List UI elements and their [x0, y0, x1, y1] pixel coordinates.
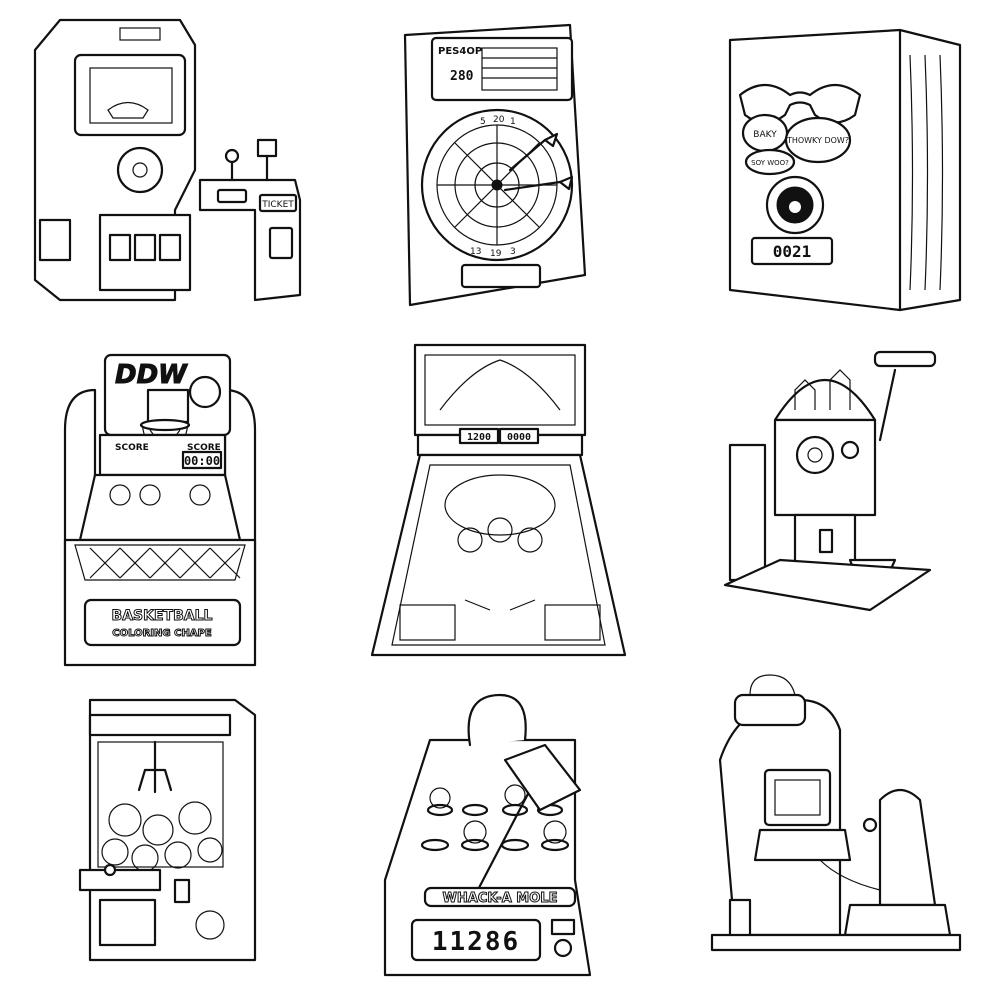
bubble-text-3: SOY WOO? [751, 159, 789, 167]
dart-machine: PES4OP 280 5 20 1 13 19 3 [403, 23, 587, 307]
whack-a-mole: WHACK-A MOLE 11286 [383, 693, 592, 977]
photo-counter: 0021 [773, 242, 812, 261]
basketball-logo: DDW [115, 360, 188, 390]
board-number: 13 [470, 247, 481, 257]
score-label-left: SCORE [115, 443, 149, 453]
racing-arcade: TICKET [33, 18, 302, 302]
board-number: 19 [490, 249, 502, 259]
whack-title: WHACK-A MOLE [443, 891, 558, 906]
bubble-text-2: THOWKY DOW? [786, 136, 849, 145]
pinball-score-a: 1200 [467, 432, 491, 443]
penny-press-machine [723, 350, 937, 612]
ticket-label: TICKET [261, 200, 294, 210]
basketball-title: BASKETBALL [112, 608, 213, 624]
board-number: 5 [480, 117, 486, 127]
board-number: 1 [510, 117, 516, 127]
basketball-arcade: DDW SCORE SCORE 00:00 BASKETBALL COLORIN… [63, 353, 257, 667]
photo-booth: BAKY THOWKY DOW? SOY WOO? 0021 [728, 28, 962, 312]
board-number: 20 [493, 115, 505, 125]
whack-score: 11286 [432, 927, 520, 957]
board-number: 3 [510, 247, 516, 257]
pinball-score-b: 0000 [507, 432, 531, 443]
vr-racing-simulator [710, 674, 962, 952]
score-label-right: SCORE [187, 443, 221, 453]
claw-machine [78, 698, 257, 962]
pinball-machine: 1200 0000 [370, 343, 627, 657]
basketball-subtitle: COLORING CHAPE [112, 628, 212, 639]
bubble-text-1: BAKY [753, 130, 777, 140]
dart-brand: PES4OP [438, 46, 482, 57]
dart-score: 280 [450, 69, 474, 84]
score-timer: 00:00 [184, 454, 220, 468]
